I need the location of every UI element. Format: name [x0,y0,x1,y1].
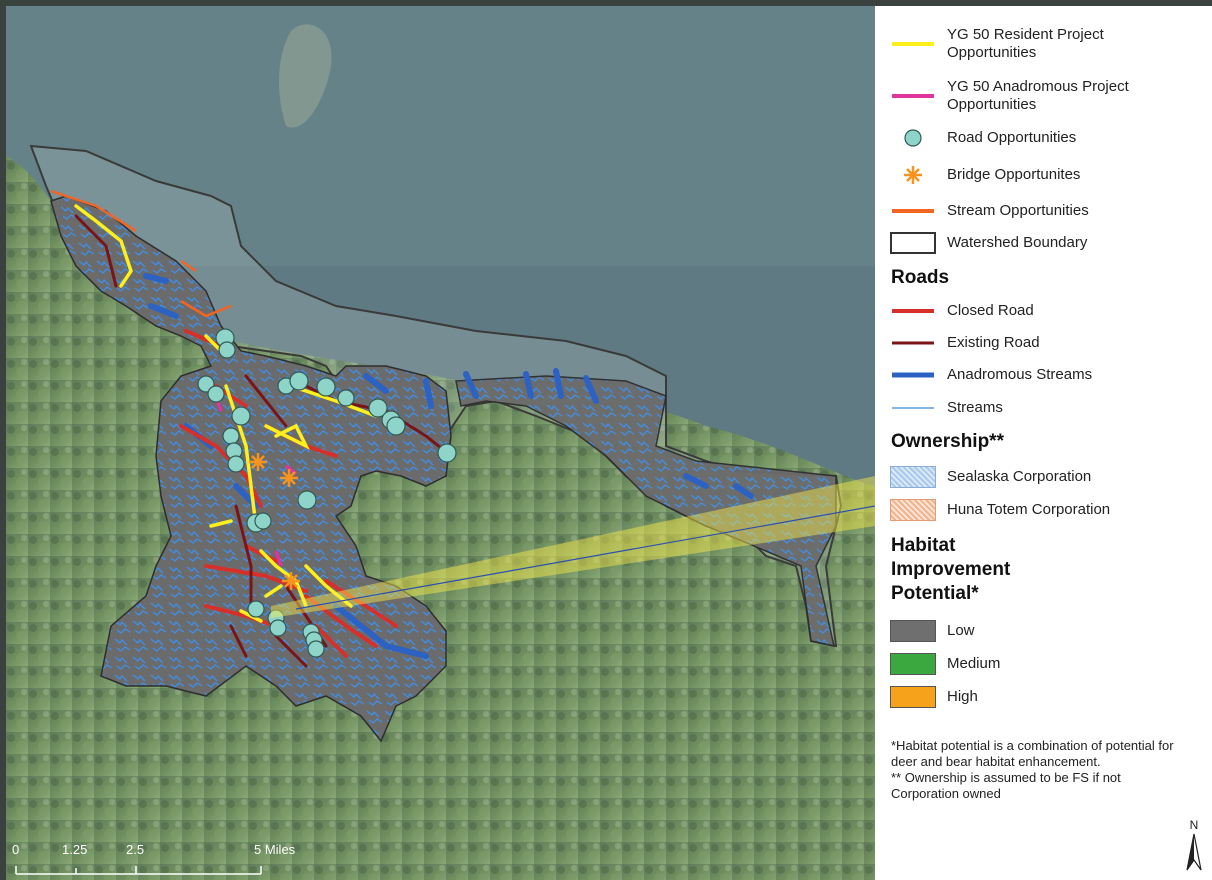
legend-item-huna-totem: Huna Totem Corporation [889,499,1147,521]
legend-item-anadromous-project: YG 50 Anadromous Project Opportunities [889,78,1147,114]
habitat-note: *Habitat potential is a combination of p… [891,738,1174,769]
legend-label: Huna Totem Corporation [947,501,1111,518]
legend-notes: *Habitat potential is a combination of p… [891,738,1191,802]
north-arrow-icon [1186,833,1202,871]
map-legend: YG 50 Resident Project Opportunities YG … [875,6,1212,880]
map-canvas [6,6,875,880]
scale-tick-1: 1.25 [62,842,88,857]
ownership-heading: Ownership** [891,431,1004,452]
legend-label: Low [947,622,975,639]
legend-label: Streams [947,399,1003,416]
habitat-heading: Habitat Improvement Potential* [891,535,1011,604]
legend-label: Watershed Boundary [947,234,1088,251]
legend-item-sealaska: Sealaska Corporation [889,466,1147,488]
legend-item-resident: YG 50 Resident Project Opportunities [889,26,1147,62]
legend-label: High [947,688,978,705]
legend-label: Anadromous Streams [947,366,1093,383]
teal-circle-icon [904,129,922,147]
legend-label: Existing Road [947,334,1040,351]
callout-line [295,505,875,610]
legend-label: Sealaska Corporation [947,468,1092,485]
legend-label: Closed Road [947,302,1034,319]
legend-item-streams: Streams [889,399,1147,417]
island-icon [279,24,332,128]
scale-tick-0: 0 [12,842,20,857]
legend-item-anadromous-streams: Anadromous Streams [889,366,1147,384]
land-area [6,156,875,880]
scale-bar [15,866,262,875]
legend-label: Stream Opportunities [947,202,1089,219]
ownership-note: ** Ownership is assumed to be FS if not … [891,770,1121,801]
legend-item-road-opportunities: Road Opportunities [889,128,1147,148]
asterisk-icon [904,166,922,184]
resident-project-opportunities [74,204,378,623]
scale-tick-3: 5 Miles [254,842,296,857]
legend-item-stream-opportunities: Stream Opportunities [889,202,1147,220]
legend-item-existing-road: Existing Road [889,334,1147,352]
legend-label: YG 50 Resident Project Opportunities [947,26,1104,61]
legend-item-medium: Medium [889,653,1147,675]
legend-item-closed-road: Closed Road [889,302,1147,320]
legend-item-watershed-boundary: Watershed Boundary [889,232,1147,254]
legend-label: YG 50 Anadromous Project Opportunities [947,78,1129,113]
legend-item-low: Low [889,620,1147,642]
callout-beam [271,476,875,618]
legend-item-high: High [889,686,1147,708]
legend-label: Bridge Opportunites [947,166,1081,183]
north-arrow: N [1183,818,1205,874]
legend-label: Medium [947,655,1001,672]
watershed-east-lobe [455,375,837,647]
bridge-opportunities [249,453,300,590]
legend-label: Road Opportunities [947,129,1077,146]
north-label: N [1189,818,1199,832]
stream-opportunities [50,189,232,318]
roads-heading: Roads [891,267,950,288]
legend-item-bridge-opportunities: Bridge Opportunites [889,164,1147,186]
scale-tick-2: 2.5 [126,842,145,857]
road-opportunities [197,328,457,658]
